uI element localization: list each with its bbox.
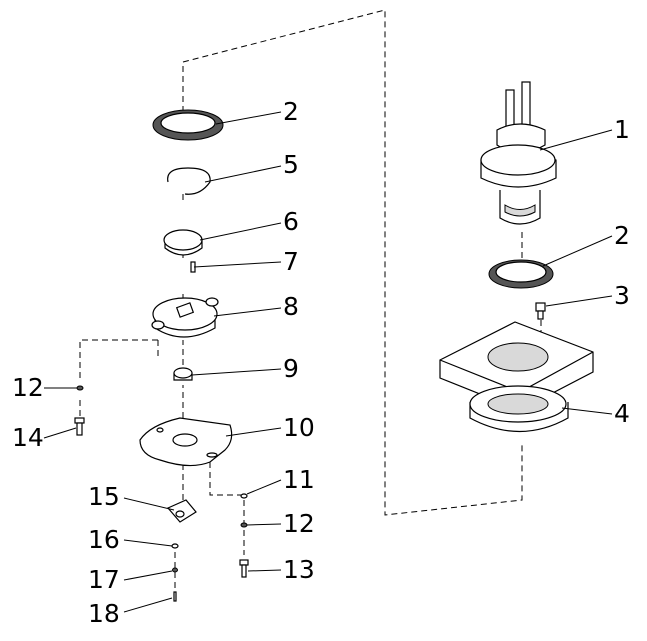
label-14: 14 [12, 423, 44, 452]
leader-lines [43, 111, 613, 613]
label-16: 16 [88, 525, 120, 554]
label-2-right: 2 [614, 221, 630, 250]
part-15-bracket [167, 499, 197, 523]
label-1: 1 [614, 115, 630, 144]
part-9-nut [173, 367, 193, 381]
label-17: 17 [88, 565, 120, 594]
part-13-screw [239, 559, 249, 578]
label-13: 13 [283, 555, 315, 584]
part-11-washer [240, 493, 248, 499]
label-3: 3 [614, 281, 630, 310]
part-16-washer [171, 543, 179, 549]
label-15: 15 [88, 482, 120, 511]
part-18-pin [173, 591, 177, 602]
label-5: 5 [283, 150, 299, 179]
part-5-retaining-ring [167, 167, 211, 195]
part-12-washer-left [76, 385, 84, 391]
part-2-seal-ring-left [152, 109, 224, 141]
assembly-guide-lines [79, 9, 542, 598]
label-4: 4 [614, 399, 630, 428]
label-8: 8 [283, 292, 299, 321]
part-10-base-plate [139, 417, 233, 467]
label-10: 10 [283, 413, 315, 442]
label-12-right: 12 [283, 509, 315, 538]
part-number-labels: 2 5 6 7 8 9 10 11 12 13 12 14 15 16 17 1… [12, 97, 630, 628]
part-6-cap [163, 229, 203, 256]
part-3-screw [535, 302, 546, 320]
part-12-washer-right [240, 522, 248, 528]
label-6: 6 [283, 207, 299, 236]
label-7: 7 [283, 247, 299, 276]
part-8-housing-plate [151, 297, 219, 338]
label-9: 9 [283, 354, 299, 383]
part-4-mounting-flange [439, 321, 594, 432]
part-17-washer [172, 567, 178, 573]
label-2-left: 2 [283, 97, 299, 126]
label-11: 11 [283, 465, 315, 494]
label-18: 18 [88, 599, 120, 628]
part-2-seal-ring-right [488, 259, 554, 289]
part-1-shaft-housing [480, 81, 557, 225]
label-12-left: 12 [12, 373, 44, 402]
part-14-screw [74, 417, 85, 436]
